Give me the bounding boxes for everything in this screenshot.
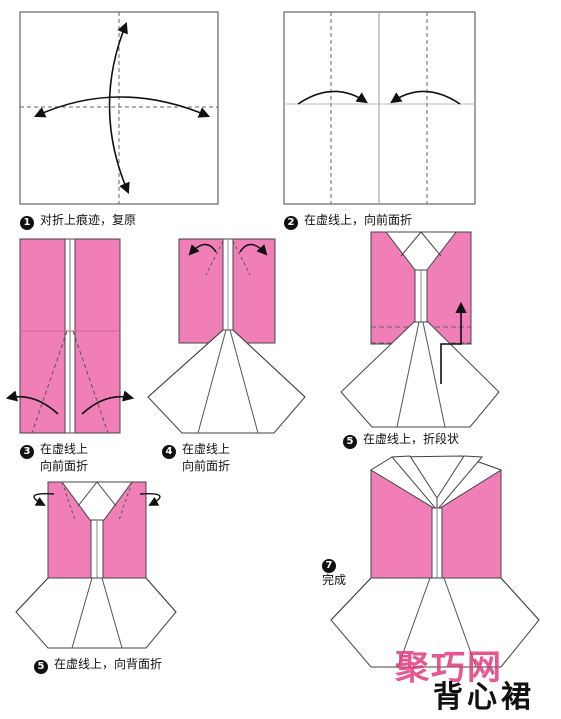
- step-number-badge: 2: [284, 216, 298, 230]
- step-text-line2: 向前面折: [40, 459, 89, 473]
- step-text: 在虚线上，折段状: [363, 432, 460, 446]
- step-number-badge: 4: [162, 445, 176, 459]
- step-3-caption: 3 在虚线上 向前面折: [20, 442, 88, 474]
- step-number-badge: 1: [20, 216, 34, 230]
- step-text: 在虚线上: [40, 442, 89, 456]
- step-number-badge: 7: [322, 559, 336, 573]
- step-text: 在虚线上，向前面折: [304, 213, 413, 227]
- diagram-title: 背心裙: [433, 680, 535, 715]
- step-3-figure: [5, 238, 135, 434]
- brand-watermark: 聚巧网: [395, 648, 503, 688]
- step-text-line2: 向前面折: [182, 459, 231, 473]
- step-5-caption: 5 在虚线上，折段状: [343, 432, 459, 449]
- step-text: 完成: [322, 573, 347, 587]
- step-5b-caption: 5 在虚线上，向背面折: [34, 657, 162, 674]
- step-2-figure: [283, 11, 476, 205]
- step-text: 在虚线上: [182, 442, 231, 456]
- step-7-figure: [330, 455, 540, 668]
- step-2-caption: 2 在虚线上，向前面折: [284, 213, 412, 230]
- step-number-badge: 3: [20, 445, 34, 459]
- step-7-caption: 7 完成: [322, 557, 346, 588]
- step-1-caption: 1 对折上痕迹，复原: [20, 213, 136, 230]
- step-number-badge: 5: [343, 435, 357, 449]
- step-1-figure: [19, 11, 219, 205]
- step-number-badge: 5: [34, 660, 48, 674]
- step-5-figure: [340, 231, 500, 428]
- step-5b-figure: [15, 481, 177, 649]
- step-4-figure: [147, 238, 306, 434]
- step-text: 对折上痕迹，复原: [40, 213, 137, 227]
- step-text: 在虚线上，向背面折: [54, 657, 163, 671]
- step-4-caption: 4 在虚线上 向前面折: [162, 442, 230, 474]
